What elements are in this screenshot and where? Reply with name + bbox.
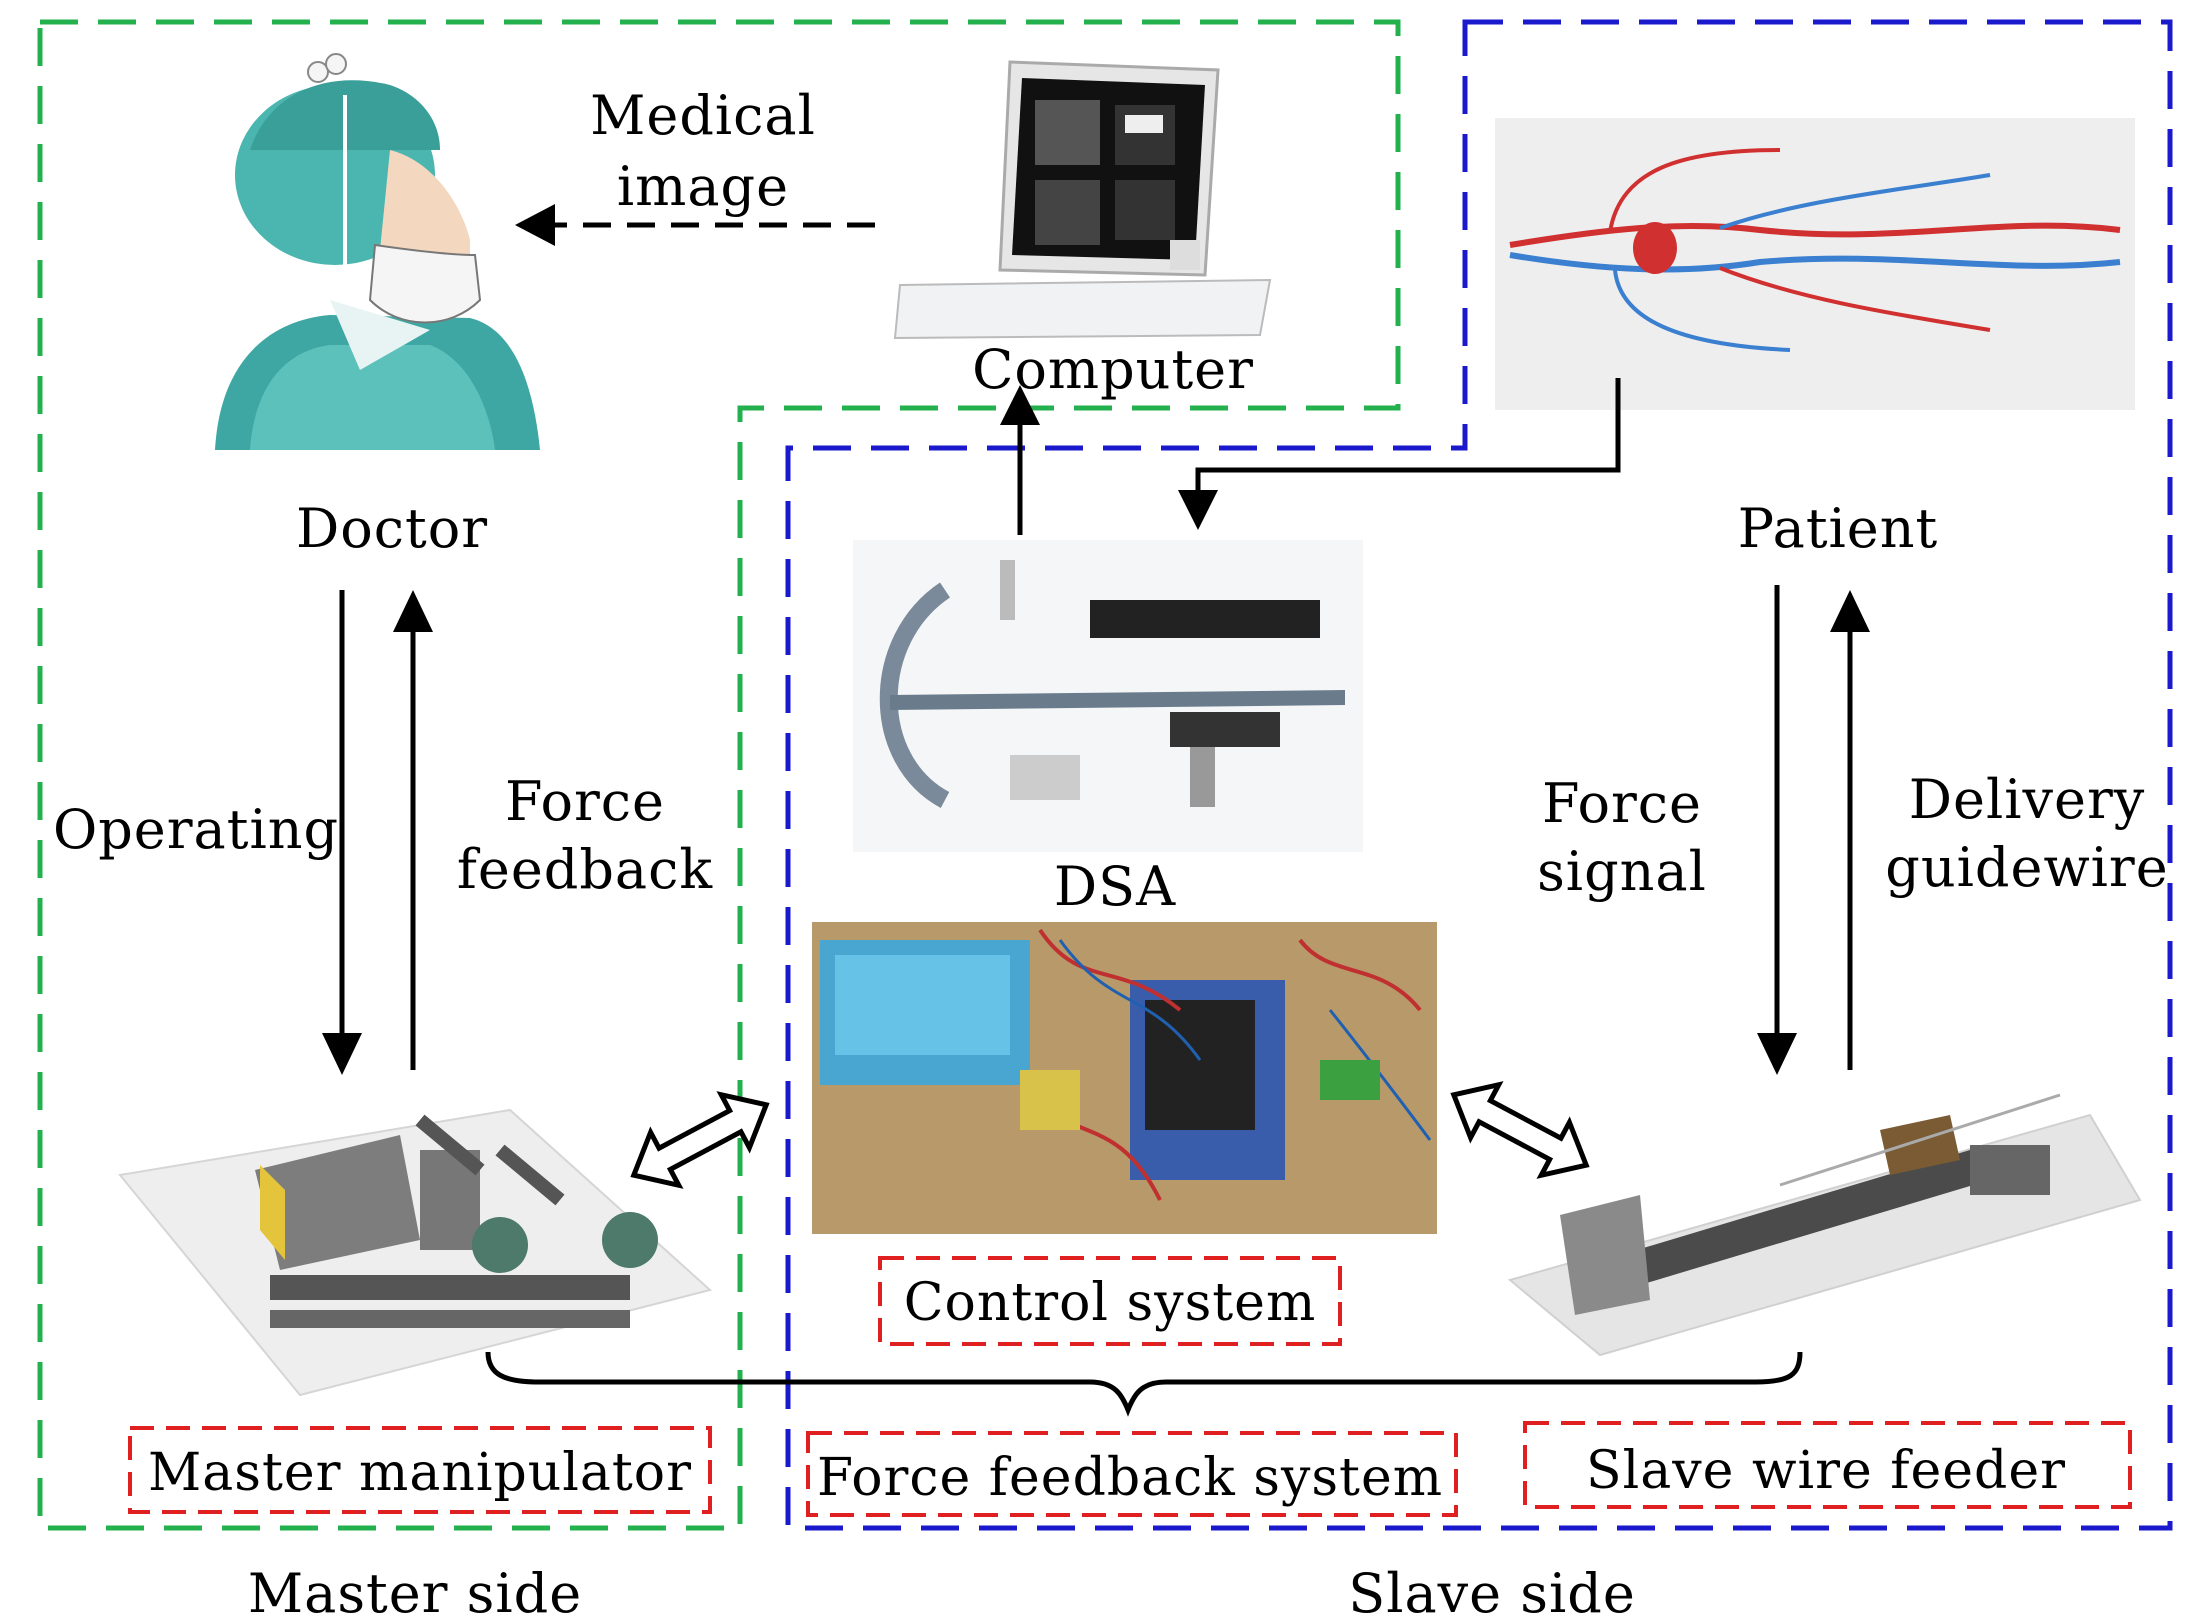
control-system-box [878, 1256, 1342, 1346]
force-signal-label-line2: signal [1537, 840, 1707, 903]
medical-image-label-line2: image [617, 155, 789, 218]
dsa-label: DSA [1054, 855, 1176, 918]
patient-to-dsa-arrowhead [1178, 490, 1218, 530]
medical-image-label-line1: Medical [590, 84, 816, 147]
system-brace [485, 1351, 1803, 1417]
delivery-guidewire-label-line1: Delivery [1909, 768, 2146, 831]
master-manipulator-illustration [118, 1108, 713, 1397]
master-manipulator-box [128, 1426, 712, 1514]
doctor-illustration [215, 53, 540, 450]
delivery-guidewire-label-line2: guidewire [1885, 836, 2168, 899]
slave-side-label: Slave side [1348, 1562, 1636, 1620]
patient-label: Patient [1738, 497, 1939, 560]
patient-to-dsa-arrow [1195, 378, 1621, 500]
dsa-illustration [853, 540, 1363, 852]
dsa-to-computer-arrowhead [1000, 385, 1040, 425]
force-signal-label-line1: Force [1542, 772, 1702, 835]
control-feeder-double-arrow [1450, 1081, 1590, 1179]
control-system-label: Control system [904, 1273, 1317, 1333]
master-control-double-arrow [630, 1091, 770, 1189]
force-feedback-label-line2: feedback [457, 838, 713, 901]
computer-label: Computer [972, 338, 1254, 401]
slave-feeder-illustration [1507, 1093, 2142, 1357]
computer-illustration [893, 60, 1272, 340]
slave-wire-feeder-box [1523, 1421, 2132, 1509]
delivery-guidewire-arrowhead [1830, 590, 1870, 632]
operating-arrowhead [322, 1033, 362, 1075]
force-feedback-arrowhead [393, 590, 433, 632]
slave-wire-feeder-label: Slave wire feeder [1586, 1441, 2066, 1501]
slave-side-region [785, 19, 2173, 1531]
force-feedback-system-box [806, 1431, 1458, 1517]
master-side-region [37, 19, 1401, 1531]
operating-label: Operating [53, 798, 339, 861]
force-feedback-label-line1: Force [505, 770, 665, 833]
force-feedback-system-label: Force feedback system [817, 1448, 1443, 1508]
patient-vessel-illustration [1495, 118, 2135, 410]
control-board-illustration [812, 922, 1437, 1234]
medical-image-arrowhead [515, 204, 555, 246]
master-side-label: Master side [248, 1562, 582, 1620]
master-manipulator-label: Master manipulator [148, 1443, 692, 1503]
force-signal-arrowhead [1757, 1033, 1797, 1075]
doctor-label: Doctor [296, 497, 488, 560]
